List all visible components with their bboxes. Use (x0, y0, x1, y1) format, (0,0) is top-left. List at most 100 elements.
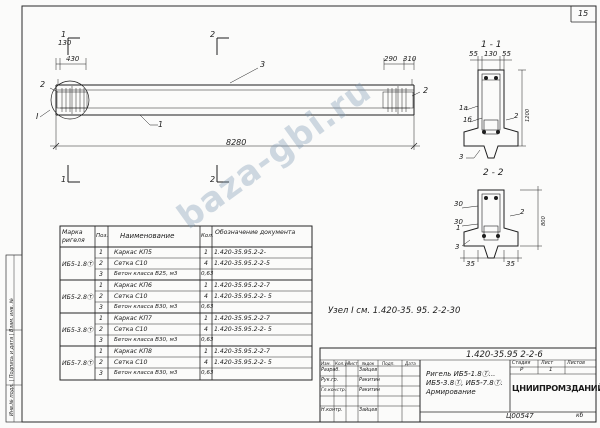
tb-stage-label: Стадия (512, 361, 531, 366)
row-name: Каркас КП7 (114, 315, 152, 322)
s2-mark-3: 3 (455, 243, 460, 251)
dim-55-right: 55 (502, 50, 511, 58)
dim-290: 290 (384, 55, 398, 63)
row-doc: 1.420-35.95.2-2- 5 (214, 293, 272, 300)
dim-1200: 1200 (525, 108, 531, 122)
dim-35b: 35 (506, 260, 515, 268)
s1-mark-1b: 1б (463, 116, 472, 124)
row-qty: 1 (204, 282, 208, 289)
section-2-2-title: 2 - 2 (483, 168, 504, 178)
tb-name-0: Зайцев (359, 368, 378, 373)
row-qty: 1 (204, 315, 208, 322)
row-name: Бетон класса В25, м3 (114, 271, 178, 277)
row-name: Сетка С10 (114, 359, 148, 366)
row-doc: 1.420-35.95.2-2- 5 (214, 326, 272, 333)
row-doc: 1.420-35.95.2-2- (214, 249, 266, 256)
row-doc: 1.420-35.95.2-2-7 (214, 282, 270, 289)
dim-35a: 35 (466, 260, 475, 268)
s2-mark-2: 2 (520, 208, 525, 216)
group-mark: ИБ5-3.8Ⓣ (62, 327, 94, 334)
section-1-1 (463, 56, 526, 159)
row-name: Бетон класса В30, м3 (114, 370, 178, 376)
dim-30b: 30 (454, 218, 463, 226)
tb-header-1: Кол.уч (335, 361, 350, 366)
row-pos: 2 (99, 260, 103, 267)
tb-sheet-label: Лист (541, 361, 554, 366)
dim-800: 800 (541, 216, 547, 226)
header-qty: Кол. (201, 233, 214, 239)
tb-sheet-value: 1 (549, 367, 553, 373)
row-qty: 0,63 (201, 304, 214, 310)
row-qty: 4 (204, 326, 208, 333)
row-qty: 1 (204, 348, 208, 355)
tb-sheets-label: Листов (567, 361, 585, 366)
row-pos: 1 (99, 348, 103, 355)
tb-name-1: Ракитин (359, 378, 380, 383)
row-qty: 4 (204, 359, 208, 366)
group-mark: ИБ5-1.8Ⓣ (62, 261, 94, 268)
tb-stage-value: Р (520, 367, 524, 373)
title-block-grid (319, 347, 597, 423)
row-pos: 1 (99, 282, 103, 289)
page-number: 15 (578, 9, 589, 18)
row-doc: 1.420-35.95.2-2- 5 (214, 359, 272, 366)
row-pos: 3 (99, 271, 103, 278)
tb-object-title: Ригель ИБ5-1.8Ⓣ... ИБ5-3.8Ⓣ, ИБ5-7.8Ⓣ. А… (426, 370, 503, 396)
row-doc: 1.420-35.95.2-2-7 (214, 315, 270, 322)
tb-role-2: Гл.констр. (321, 388, 347, 393)
section-1-1-title: 1 - 1 (481, 40, 502, 50)
row-name: Бетон класса В30, м3 (114, 304, 178, 310)
part-mark-2-right: 2 (423, 86, 429, 95)
row-qty: 4 (204, 293, 208, 300)
header-mark: Марка ригеля (62, 229, 85, 244)
section-2-2 (460, 186, 542, 262)
node-mark-I: I (36, 112, 39, 121)
group-mark: ИБ5-2.8Ⓣ (62, 294, 94, 301)
section-mark-1-bottom: 1 (61, 175, 67, 184)
tb-header-3: №док (362, 361, 375, 366)
row-name: Каркас КП5 (114, 249, 152, 256)
document-code: 1.420-35.95 2-2-6 (466, 350, 543, 360)
beam-elevation (39, 37, 421, 183)
row-pos: 2 (99, 326, 103, 333)
tb-checker-name: Зайцев (359, 408, 378, 413)
side-stamp-text: Инв.№ подл. | Подпись и дата | Взам. инв… (9, 298, 15, 416)
tb-header-4: Подп. (382, 361, 395, 366)
tb-checker-role: Н.контр. (321, 408, 343, 413)
row-doc: 1.420-35.95.2-2-5 (214, 260, 270, 267)
tb-header-5: Дата (405, 361, 416, 366)
row-qty: 0,63 (201, 370, 214, 376)
row-name: Сетка С10 (114, 293, 148, 300)
row-pos: 1 (99, 315, 103, 322)
spec-table-grid (59, 225, 313, 381)
row-qty: 0,63 (201, 337, 214, 343)
header-designation: Обозначение документа (215, 229, 296, 236)
header-name: Наименование (120, 232, 175, 240)
row-pos: 3 (99, 304, 103, 311)
row-name: Бетон класса В30, м3 (114, 337, 178, 343)
s1-mark-3: 3 (459, 153, 464, 161)
dim-130-top: 130 (58, 39, 72, 47)
part-mark-1: 1 (158, 120, 164, 129)
bottom-code: Ц00547 (506, 412, 534, 420)
part-mark-3: 3 (260, 60, 266, 69)
row-qty: 4 (204, 260, 208, 267)
bottom-suffix: кб (576, 412, 584, 419)
node-reference-note: Узел I см. 1.420-35. 95. 2-2-30 (328, 306, 461, 316)
dim-8280: 8280 (226, 138, 247, 147)
s1-mark-1a: 1а (459, 104, 468, 112)
dim-310: 310 (403, 55, 417, 63)
row-doc: 1.420-35.95.2-2-7 (214, 348, 270, 355)
row-name: Сетка С10 (114, 260, 148, 267)
row-qty: 0,63 (201, 271, 214, 277)
dim-130-section: 130 (484, 50, 498, 58)
row-qty: 1 (204, 249, 208, 256)
row-pos: 3 (99, 370, 103, 377)
group-mark: ИБ5-7.8Ⓣ (62, 360, 94, 367)
tb-header-0: Изм. (321, 361, 331, 366)
section-mark-2-top: 2 (210, 30, 216, 39)
row-pos: 2 (99, 293, 103, 300)
row-name: Каркас КП8 (114, 348, 152, 355)
dim-430: 430 (66, 55, 80, 63)
